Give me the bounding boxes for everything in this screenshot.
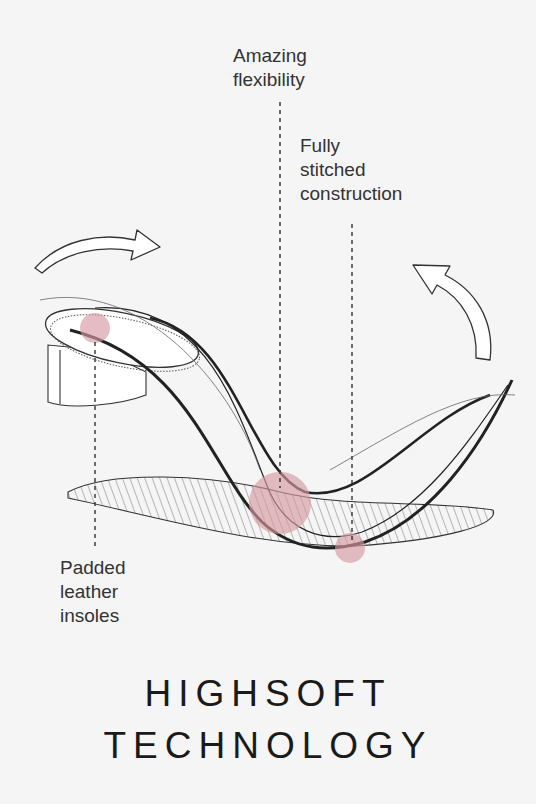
highlight-dot [80,313,365,563]
callout-label: Padded leather insoles [60,556,152,628]
title: HIGHSOFT TECHNOLOGY [68,668,468,772]
heel-stitch [46,304,205,383]
callout-label: Fully stitched construction [300,134,408,206]
sole-curve [40,297,515,548]
callout-label: Amazing flexibility [233,44,353,92]
